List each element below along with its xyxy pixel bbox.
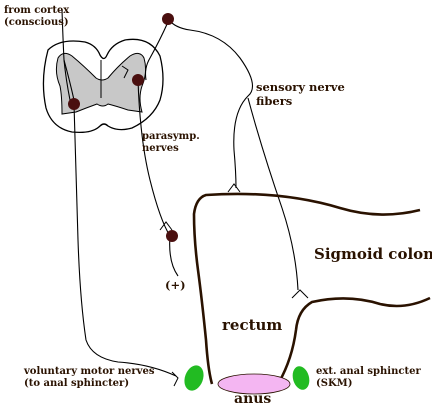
parasymp-label-line-1: parasymp. (142, 131, 200, 142)
motor-nerve-fiber (73, 103, 177, 377)
sensory-label-line-1: sensory nerve (256, 80, 345, 94)
ending-horn (121, 65, 129, 79)
cortex-to-motor-link (63, 59, 75, 101)
motor-neuron (68, 98, 80, 110)
anus-label: anus (234, 391, 272, 407)
sphincter-label-line-1: ext. anal sphincter (316, 366, 421, 377)
nerve-fibers (61, 9, 299, 377)
pelvic-ganglion-neuron (166, 230, 178, 242)
from-cortex-line-1: from cortex (4, 5, 70, 16)
rectum-label: rectum (222, 316, 283, 334)
sensory-branch-lower (247, 97, 299, 291)
voluntary-motor-nerves-label: voluntary motor nerves (to anal sphincte… (24, 366, 154, 390)
ending-sensory-lower (291, 289, 309, 299)
from-cortex-label: from cortex (conscious) (4, 5, 69, 29)
neuron-bodies (68, 13, 178, 242)
motor-label-line-1: voluntary motor nerves (24, 366, 155, 377)
spinal-cord-section (42, 38, 164, 134)
left-sphincter-muscle (184, 365, 204, 391)
sphincter-label-line-2: (SKM) (316, 378, 353, 389)
parasymp-label-line-2: nerves (142, 143, 179, 154)
from-cortex-line-2: (conscious) (4, 17, 69, 28)
ending-parasymp (159, 221, 173, 231)
sensory-label-line-2: fibers (256, 94, 293, 108)
ext-anal-sphincter-label: ext. anal sphincter (SKM) (316, 366, 421, 390)
ending-motor (171, 371, 179, 387)
sensory-root-to-horn (144, 21, 169, 81)
excitatory-plus-label: (+) (165, 278, 186, 292)
colon-inner-wall (276, 296, 431, 385)
nerve-endings (121, 65, 309, 387)
right-sphincter-muscle (292, 366, 310, 390)
parasymp-nerves-label: parasymp. nerves (142, 131, 200, 155)
ending-sensory-upper (227, 183, 241, 193)
colon-outer-wall (192, 192, 421, 385)
sensory-ganglion-neuron (162, 13, 174, 25)
anus-opening (217, 373, 291, 395)
sensory-nerve-fiber (167, 18, 254, 189)
sigmoid-colon-label: Sigmoid colon (314, 245, 432, 263)
rectum-colon (192, 192, 431, 385)
parasympathetic-neuron (132, 74, 144, 86)
parasympathetic-fiber (137, 79, 179, 277)
sensory-nerve-fibers-label: sensory nerve fibers (256, 80, 345, 108)
motor-label-line-2: (to anal sphincter) (24, 378, 130, 389)
